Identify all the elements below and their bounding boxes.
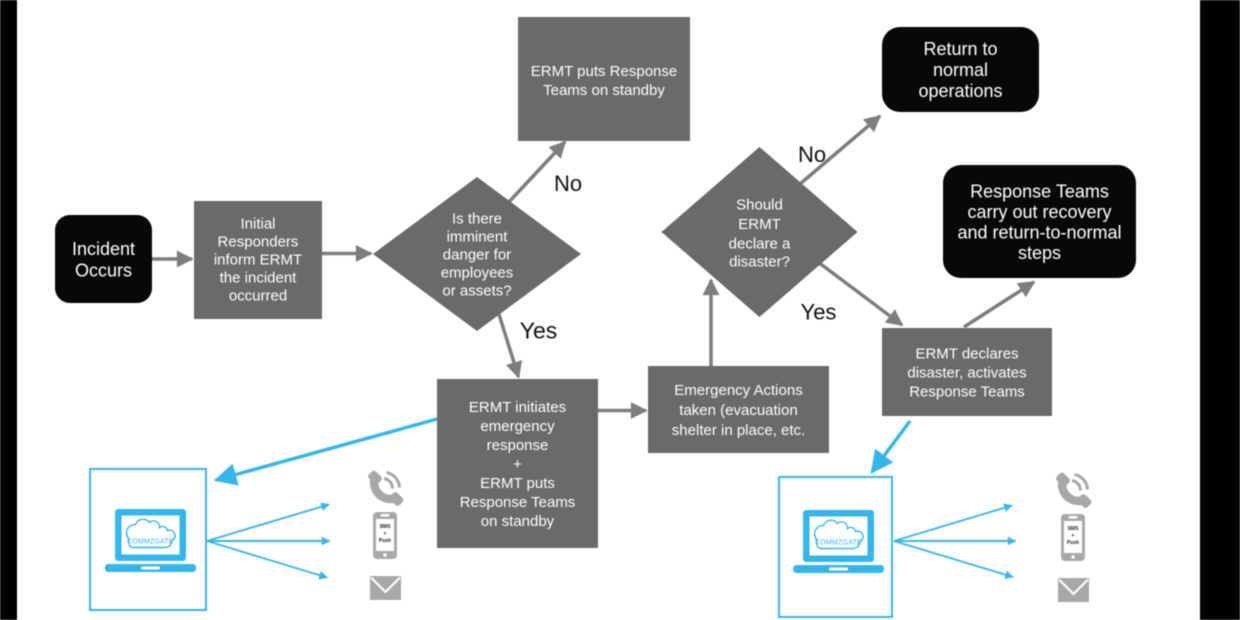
svg-text:No: No	[554, 171, 582, 196]
svg-text:No: No	[798, 142, 826, 167]
svg-text:Yes: Yes	[801, 300, 837, 325]
svg-text:SMS+Push: SMS+Push	[1067, 526, 1079, 546]
svg-text:COMMZGATE: COMMZGATE	[815, 540, 862, 547]
svg-text:COMMZGATE: COMMZGATE	[127, 539, 174, 546]
svg-text:SMS+Push: SMS+Push	[379, 524, 391, 544]
svg-text:Yes: Yes	[520, 318, 558, 344]
